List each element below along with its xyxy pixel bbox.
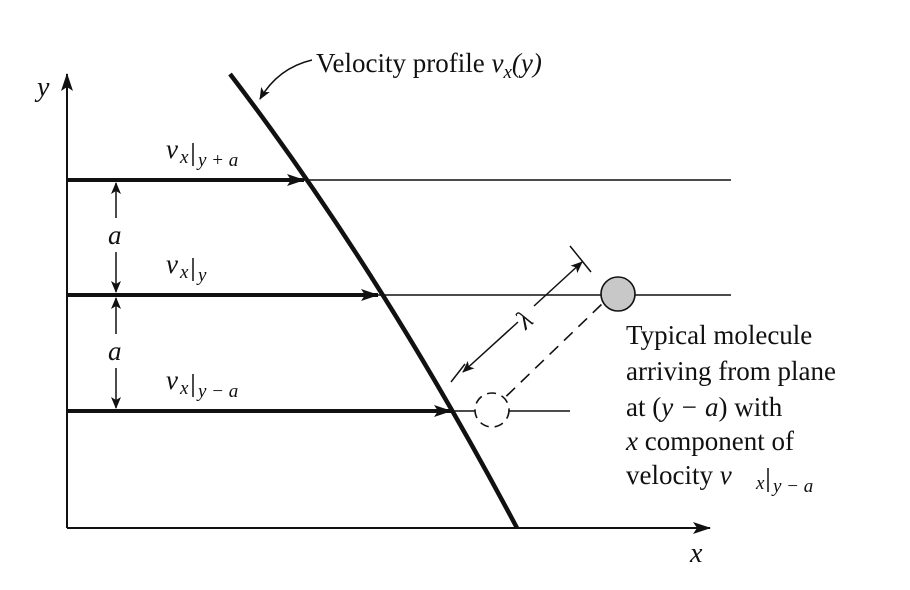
svg-text:v: v: [166, 365, 178, 395]
svg-text:y: y: [196, 265, 207, 286]
molecule-path: [491, 302, 604, 411]
svg-text:Typical molecule: Typical molecule: [626, 320, 812, 350]
y-axis-label: y: [34, 72, 50, 103]
svg-text:x: x: [755, 473, 765, 494]
svg-text:λ: λ: [509, 304, 539, 335]
svg-text:x component of: x component of: [625, 426, 794, 456]
svg-text:x: x: [179, 378, 189, 399]
svg-text:v: v: [166, 249, 178, 279]
label-vx-bottom: v x y − a: [166, 365, 238, 402]
svg-text:x: x: [179, 262, 189, 283]
spacing-upper: a: [108, 182, 122, 293]
profile-label: Velocity profile vx(y): [316, 48, 542, 83]
svg-text:x: x: [179, 147, 189, 168]
mean-free-path-dimension: λ: [450, 245, 592, 383]
molecule: [600, 276, 636, 312]
spacing-lower: a: [108, 297, 122, 409]
svg-text:y + a: y + a: [196, 150, 238, 171]
svg-text:a: a: [108, 220, 122, 250]
svg-text:v: v: [166, 134, 178, 164]
svg-text:y − a: y − a: [771, 476, 813, 497]
velocity-profile-curve: [228, 72, 519, 530]
label-vx-middle: v x y: [166, 249, 207, 286]
molecule-note: Typical molecule arriving from plane at …: [625, 320, 836, 497]
x-axis-label: x: [689, 538, 703, 569]
svg-text:a: a: [108, 336, 122, 366]
svg-text:arriving from plane: arriving from plane: [626, 356, 836, 386]
profile-leader-arrow: [259, 59, 313, 100]
label-vx-top: v x y + a: [166, 134, 238, 171]
molecule-origin-ghost: [474, 392, 510, 428]
svg-text:y − a: y − a: [196, 381, 238, 402]
svg-text:velocity v: velocity v: [626, 460, 732, 490]
svg-text:at (y − a) with: at (y − a) with: [626, 392, 783, 422]
